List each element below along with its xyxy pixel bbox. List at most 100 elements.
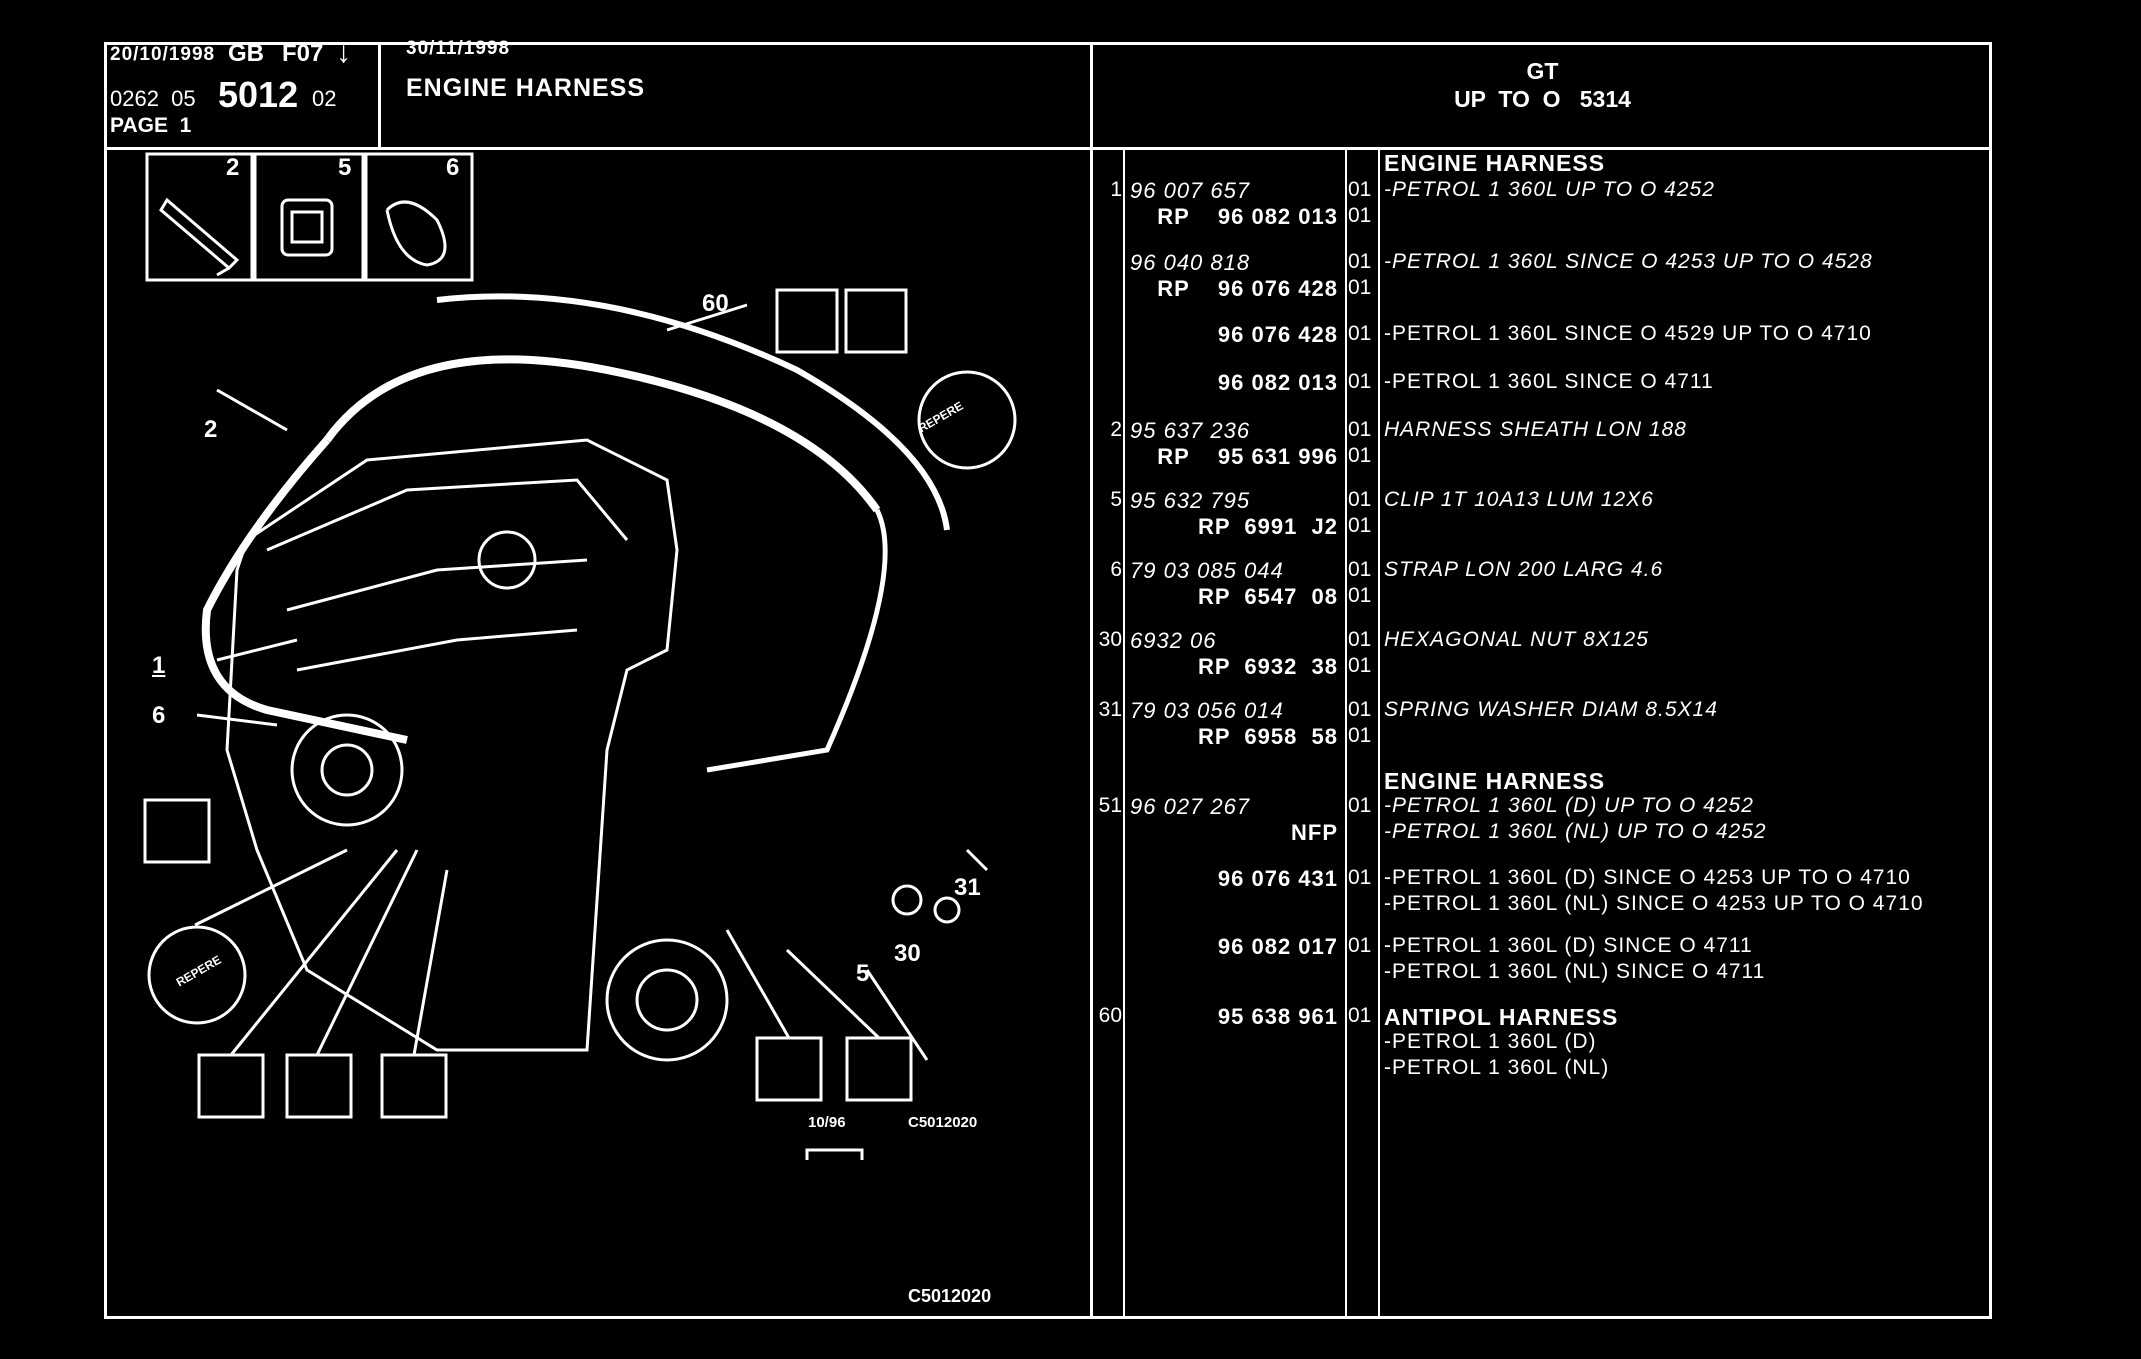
- document-frame: [104, 42, 1992, 1319]
- callout-5: 5: [856, 960, 870, 987]
- row-quantity: 01: [1348, 698, 1372, 721]
- row-replacement-ref: RP 96 076 428: [1157, 276, 1338, 301]
- table-col-divider-2: [1345, 147, 1347, 1317]
- row-quantity: 01: [1348, 418, 1372, 441]
- callout-60: 60: [702, 290, 729, 317]
- row-item-number: 2: [1110, 418, 1122, 441]
- divider-vertical-main: [1090, 42, 1093, 1319]
- row-replacement-ref: RP 6991 J2: [1197, 514, 1338, 539]
- row-quantity: 01: [1348, 178, 1372, 201]
- callout-2-box: 2: [226, 154, 240, 181]
- row-replacement-ref: RP 6547 08: [1197, 584, 1338, 609]
- row-quantity: 01: [1348, 628, 1372, 651]
- row-description: -PETROL 1 360L (NL) UP TO O 4252: [1384, 820, 1767, 843]
- row-description: STRAP LON 200 LARG 4.6: [1384, 558, 1664, 581]
- row-description: -PETROL 1 360L (NL) SINCE O 4711: [1384, 960, 1766, 983]
- row-part-ref: 6932 06: [1130, 628, 1217, 653]
- sensor-symbol: [755, 1036, 823, 1102]
- row-description: ENGINE HARNESS: [1384, 768, 1606, 794]
- row-item-number: 1: [1110, 178, 1122, 201]
- row-quantity: 01: [1348, 934, 1372, 957]
- callout-1: 1: [152, 652, 166, 679]
- engine-illustration: [107, 150, 1090, 1316]
- row-description: SPRING WASHER DIAM 8.5X14: [1384, 698, 1718, 721]
- stamp-date: 10/96: [808, 1114, 846, 1131]
- page-title: ENGINE HARNESS: [406, 74, 646, 102]
- row-description: HARNESS SHEATH LON 188: [1384, 418, 1687, 441]
- row-quantity: 01: [1348, 250, 1372, 273]
- row-part-ref: 95 637 236: [1130, 418, 1251, 443]
- divider-header-bottom: [104, 147, 1992, 150]
- row-replacement-ref: 95 638 961: [1217, 1004, 1338, 1029]
- ignition-symbol: [845, 1036, 913, 1102]
- row-quantity: 01: [1348, 322, 1372, 345]
- row-description: ANTIPOL HARNESS: [1384, 1004, 1619, 1030]
- row-description: -PETROL 1 360L (D) SINCE O 4711: [1384, 934, 1753, 957]
- row-replacement-ref: RP 6932 38: [1197, 654, 1338, 679]
- tool-box-5: [253, 152, 365, 282]
- row-description: -PETROL 1 360L SINCE O 4529 UP TO O 4710: [1384, 322, 1872, 345]
- callout-6-box: 6: [446, 154, 460, 181]
- header-lang: GB: [228, 40, 264, 67]
- row-description: -PETROL 1 360L SINCE O 4253 UP TO O 4528: [1384, 250, 1873, 273]
- row-part-ref: 96 007 657: [1130, 178, 1251, 203]
- row-replacement-ref: 96 082 017: [1217, 934, 1338, 959]
- divider-header-left: [378, 42, 381, 148]
- row-replacement-ref: 96 082 013: [1217, 370, 1338, 395]
- row-description: -PETROL 1 360L (D) UP TO O 4252: [1384, 794, 1754, 817]
- callout-31: 31: [954, 874, 981, 901]
- callout-5-box: 5: [338, 154, 352, 181]
- repere-badge-bottom: [147, 925, 247, 1025]
- header-date-1: 20/10/1998: [110, 44, 216, 65]
- row-description: -PETROL 1 360L UP TO O 4252: [1384, 178, 1715, 201]
- illustration-ref-code: C5012020: [908, 1114, 978, 1131]
- footer-ref-code: C5012020: [908, 1286, 992, 1306]
- header-page: PAGE 1: [110, 114, 192, 137]
- row-quantity: 01: [1348, 558, 1372, 581]
- row-quantity: 01: [1348, 866, 1372, 889]
- row-item-number: 6: [1110, 558, 1122, 581]
- connector-symbol-2: [844, 288, 908, 354]
- row-replacement-ref: 96 076 431: [1217, 866, 1338, 891]
- temp-symbol: [380, 1053, 448, 1119]
- oil-symbol: [285, 1053, 353, 1119]
- row-description: -PETROL 1 360L (NL) SINCE O 4253 UP TO O…: [1384, 892, 1924, 915]
- row-description: CLIP 1T 10A13 LUM 12X6: [1384, 488, 1654, 511]
- row-item-number: 51: [1098, 794, 1122, 817]
- row-part-ref: 96 040 818: [1130, 250, 1251, 275]
- row-part-ref: 79 03 056 014: [1130, 698, 1284, 723]
- engine-harness-diagram: [143, 152, 1017, 1160]
- row-quantity: 01: [1348, 794, 1372, 817]
- row-replacement-ref: NFP: [1291, 820, 1338, 845]
- row-quantity: 01: [1348, 514, 1372, 537]
- header-model-range: UP TO O 5314: [1454, 86, 1631, 112]
- row-quantity: 01: [1348, 654, 1372, 677]
- row-quantity: 01: [1348, 276, 1372, 299]
- row-quantity: 01: [1348, 1004, 1372, 1027]
- connector-symbol-1: [775, 288, 839, 354]
- arrow-down-icon: ↓: [336, 36, 351, 69]
- tool-box-6: [364, 152, 474, 282]
- header-date-2: 30/11/1998: [406, 38, 511, 59]
- row-quantity: 01: [1348, 584, 1372, 607]
- row-replacement-ref: 96 076 428: [1217, 322, 1338, 347]
- header-code: F07: [282, 40, 324, 67]
- row-item-number: 60: [1098, 1004, 1122, 1027]
- tool-box-2: [145, 152, 254, 282]
- row-part-ref: 96 027 267: [1130, 794, 1251, 819]
- row-replacement-ref: RP 96 082 013: [1157, 204, 1338, 229]
- table-col-divider-1: [1123, 147, 1125, 1317]
- callout-30: 30: [894, 940, 921, 967]
- row-quantity: 01: [1348, 204, 1372, 227]
- row-item-number: 5: [1110, 488, 1122, 511]
- row-description: -PETROL 1 360L SINCE O 4711: [1384, 370, 1714, 393]
- row-quantity: 01: [1348, 488, 1372, 511]
- row-item-number: 30: [1098, 628, 1122, 651]
- callout-6: 6: [152, 702, 166, 729]
- connector-symbol-left: [143, 798, 211, 864]
- row-replacement-ref: RP 95 631 996: [1157, 444, 1338, 469]
- row-quantity: 01: [1348, 370, 1372, 393]
- header-model: GT: [1526, 58, 1559, 84]
- row-description: -PETROL 1 360L (D) SINCE O 4253 UP TO O …: [1384, 866, 1911, 889]
- row-part-ref: 79 03 085 044: [1130, 558, 1284, 583]
